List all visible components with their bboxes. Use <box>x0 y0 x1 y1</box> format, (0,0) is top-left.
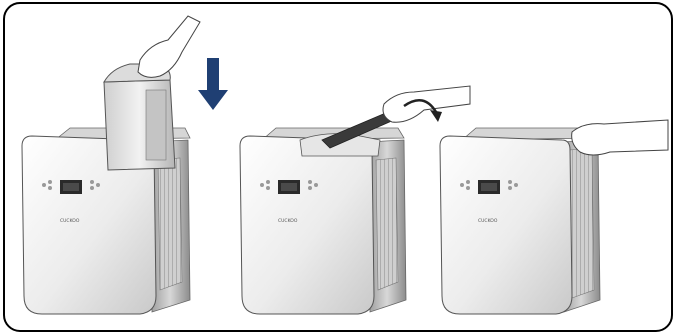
brand-label: CUCKOO <box>60 218 80 224</box>
water-tank <box>104 64 175 170</box>
hand-icon <box>572 120 668 155</box>
brand-label: CUCKOO <box>478 218 498 224</box>
brand-label: CUCKOO <box>278 218 298 224</box>
